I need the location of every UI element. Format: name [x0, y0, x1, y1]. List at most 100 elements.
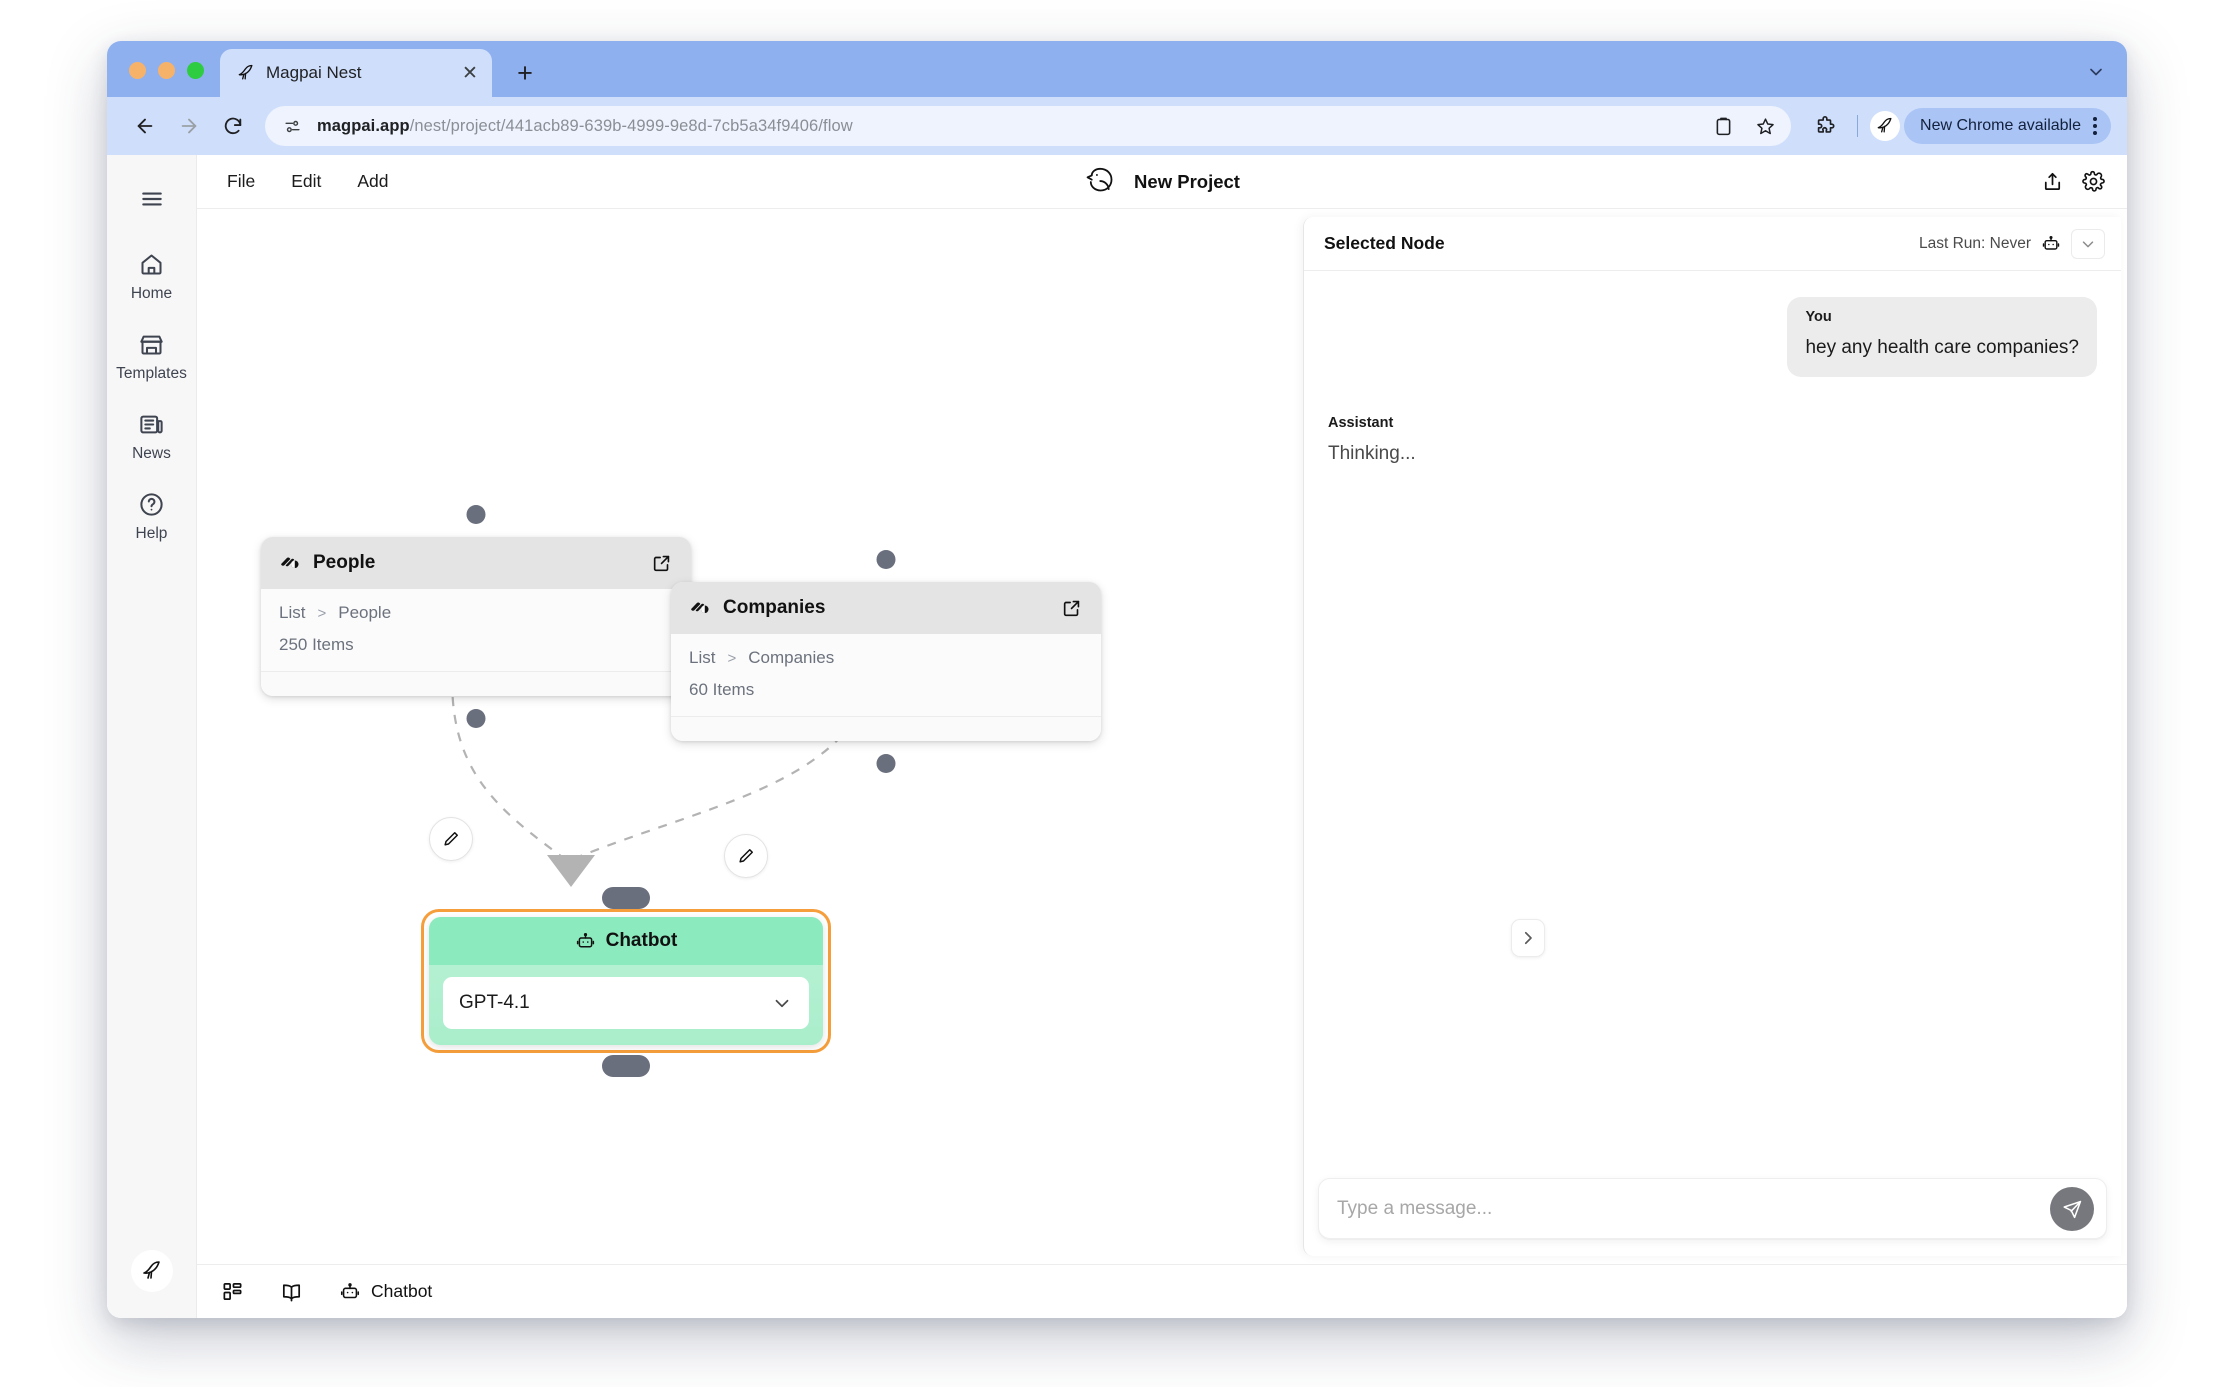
menu-edit[interactable]: Edit — [291, 171, 322, 191]
edge-edit-button[interactable] — [724, 834, 768, 878]
chat-input[interactable] — [1337, 1198, 2038, 1220]
menu-file[interactable]: File — [227, 171, 256, 191]
breadcrumb: List > People — [279, 603, 673, 623]
node-body: List > People 250 Items — [261, 589, 691, 672]
node-input-port[interactable] — [876, 550, 896, 569]
sidebar-item-label: News — [132, 445, 171, 462]
plus-icon[interactable]: + — [517, 57, 533, 88]
external-link-icon[interactable] — [1061, 597, 1083, 619]
node-title: Companies — [723, 597, 826, 618]
message-text: hey any health care companies? — [1805, 337, 2079, 358]
gear-icon[interactable] — [2082, 170, 2105, 193]
node-input-port[interactable] — [602, 887, 650, 909]
browser-tab-strip: Magpai Nest ✕ + — [107, 41, 2127, 97]
chevron-down-icon[interactable] — [2083, 59, 2109, 85]
breadcrumb-leaf: People — [338, 603, 392, 622]
storefront-icon — [138, 331, 165, 358]
robot-icon — [339, 1281, 361, 1303]
sidebar-item-templates[interactable]: Templates — [115, 331, 189, 383]
node-item-count: 60 Items — [689, 680, 755, 699]
chevron-down-icon[interactable] — [771, 992, 793, 1014]
browser-toolbar: magpai.app/nest/project/441acb89-639b-49… — [107, 97, 2127, 155]
chat-input-bar[interactable] — [1318, 1178, 2107, 1240]
node-body: List > Companies 60 Items — [671, 634, 1101, 717]
selected-node-panel: Selected Node Last Run: Never You — [1303, 217, 2121, 1256]
chat-message-user: You hey any health care companies? — [1328, 297, 2097, 377]
node-header[interactable]: People — [261, 537, 691, 589]
menu-add[interactable]: Add — [357, 171, 389, 191]
send-paper-plane-icon[interactable] — [2050, 1187, 2094, 1231]
message-text: Thinking... — [1328, 442, 1416, 464]
star-icon[interactable] — [1745, 106, 1785, 146]
chrome-update-label: New Chrome available — [1920, 117, 2081, 134]
model-select-value: GPT-4.1 — [459, 992, 530, 1013]
clipboard-icon[interactable] — [1703, 106, 1743, 146]
model-select[interactable]: GPT-4.1 — [443, 977, 809, 1029]
share-upload-icon[interactable] — [2041, 170, 2064, 193]
node-chatbot[interactable]: Chatbot GPT-4.1 — [421, 887, 831, 1077]
arrow-right-icon[interactable] — [169, 106, 209, 146]
node-title: Chatbot — [605, 930, 678, 951]
node-card[interactable]: People List > People — [261, 537, 691, 696]
reload-icon[interactable] — [213, 106, 253, 146]
breadcrumb-root: List — [689, 648, 716, 667]
node-companies[interactable]: Companies List > Companies — [671, 550, 1101, 773]
chrome-update-pill[interactable]: New Chrome available — [1904, 108, 2111, 144]
hamburger-icon[interactable] — [130, 177, 174, 221]
node-input-port[interactable] — [466, 505, 486, 524]
chat-messages[interactable]: You hey any health care companies? Assis… — [1304, 271, 2121, 1178]
message-role: Assistant — [1328, 414, 1394, 431]
sidebar-item-label: Home — [130, 285, 173, 302]
node-footer — [261, 672, 691, 696]
toolbar-divider — [1857, 115, 1859, 137]
bird-avatar-icon[interactable] — [1870, 111, 1901, 141]
puzzle-icon[interactable] — [1805, 106, 1845, 146]
close-icon[interactable]: ✕ — [462, 62, 478, 84]
sidebar-item-label: Help — [135, 525, 168, 542]
external-link-icon[interactable] — [651, 552, 673, 574]
page-title: New Project — [1134, 170, 1240, 192]
edge-edit-button[interactable] — [429, 817, 473, 861]
window-minimize-button[interactable] — [158, 62, 175, 79]
canvas-area[interactable]: People List > People — [197, 209, 2127, 1264]
pencil-icon — [441, 829, 461, 849]
project-title-group[interactable]: New Project — [1084, 166, 1240, 198]
sidebar-item-news[interactable]: News — [115, 411, 189, 463]
node-footer — [671, 717, 1101, 741]
flow-canvas[interactable]: People List > People — [197, 209, 2127, 1264]
node-selection-ring: Chatbot GPT-4.1 — [421, 909, 831, 1053]
robot-icon — [575, 931, 596, 952]
layout-grid-icon[interactable] — [221, 1280, 244, 1303]
node-header[interactable]: Companies — [671, 582, 1101, 634]
breadcrumb-root: List — [279, 603, 306, 622]
sidebar-item-help[interactable]: Help — [115, 491, 189, 543]
kebab-menu-icon[interactable] — [2089, 117, 2101, 135]
chat-bubble: You hey any health care companies? — [1787, 297, 2097, 377]
window-maximize-button[interactable] — [187, 62, 204, 79]
browser-tab[interactable]: Magpai Nest ✕ — [220, 49, 492, 97]
arrow-left-icon[interactable] — [125, 106, 165, 146]
site-settings-icon[interactable] — [279, 113, 305, 139]
bottom-toolbar: Chatbot — [197, 1264, 2127, 1318]
home-icon — [138, 251, 165, 278]
main-column: File Edit Add New Project — [197, 155, 2127, 1318]
window-close-button[interactable] — [129, 62, 146, 79]
bottom-bar-item-chatbot[interactable]: Chatbot — [339, 1281, 432, 1303]
panel-collapse-button[interactable] — [1511, 919, 1545, 957]
node-card[interactable]: Chatbot GPT-4.1 — [429, 917, 823, 1045]
node-output-port[interactable] — [876, 754, 896, 773]
book-icon[interactable] — [280, 1280, 303, 1303]
node-card[interactable]: Companies List > Companies — [671, 582, 1101, 741]
address-bar[interactable]: magpai.app/nest/project/441acb89-639b-49… — [265, 106, 1792, 146]
message-role: You — [1805, 309, 1832, 325]
browser-window: Magpai Nest ✕ + magpai.app/nest/project/… — [107, 41, 2127, 1318]
node-output-port[interactable] — [466, 709, 486, 728]
node-people[interactable]: People List > People — [261, 505, 691, 728]
chevron-down-icon[interactable] — [2071, 228, 2105, 259]
node-output-port[interactable] — [602, 1055, 650, 1077]
bottom-bar-item-label: Chatbot — [371, 1281, 433, 1301]
browser-tab-title: Magpai Nest — [266, 63, 362, 82]
node-header[interactable]: Chatbot — [429, 917, 823, 965]
magpai-bird-icon[interactable] — [130, 1250, 173, 1292]
sidebar-item-home[interactable]: Home — [115, 251, 189, 303]
